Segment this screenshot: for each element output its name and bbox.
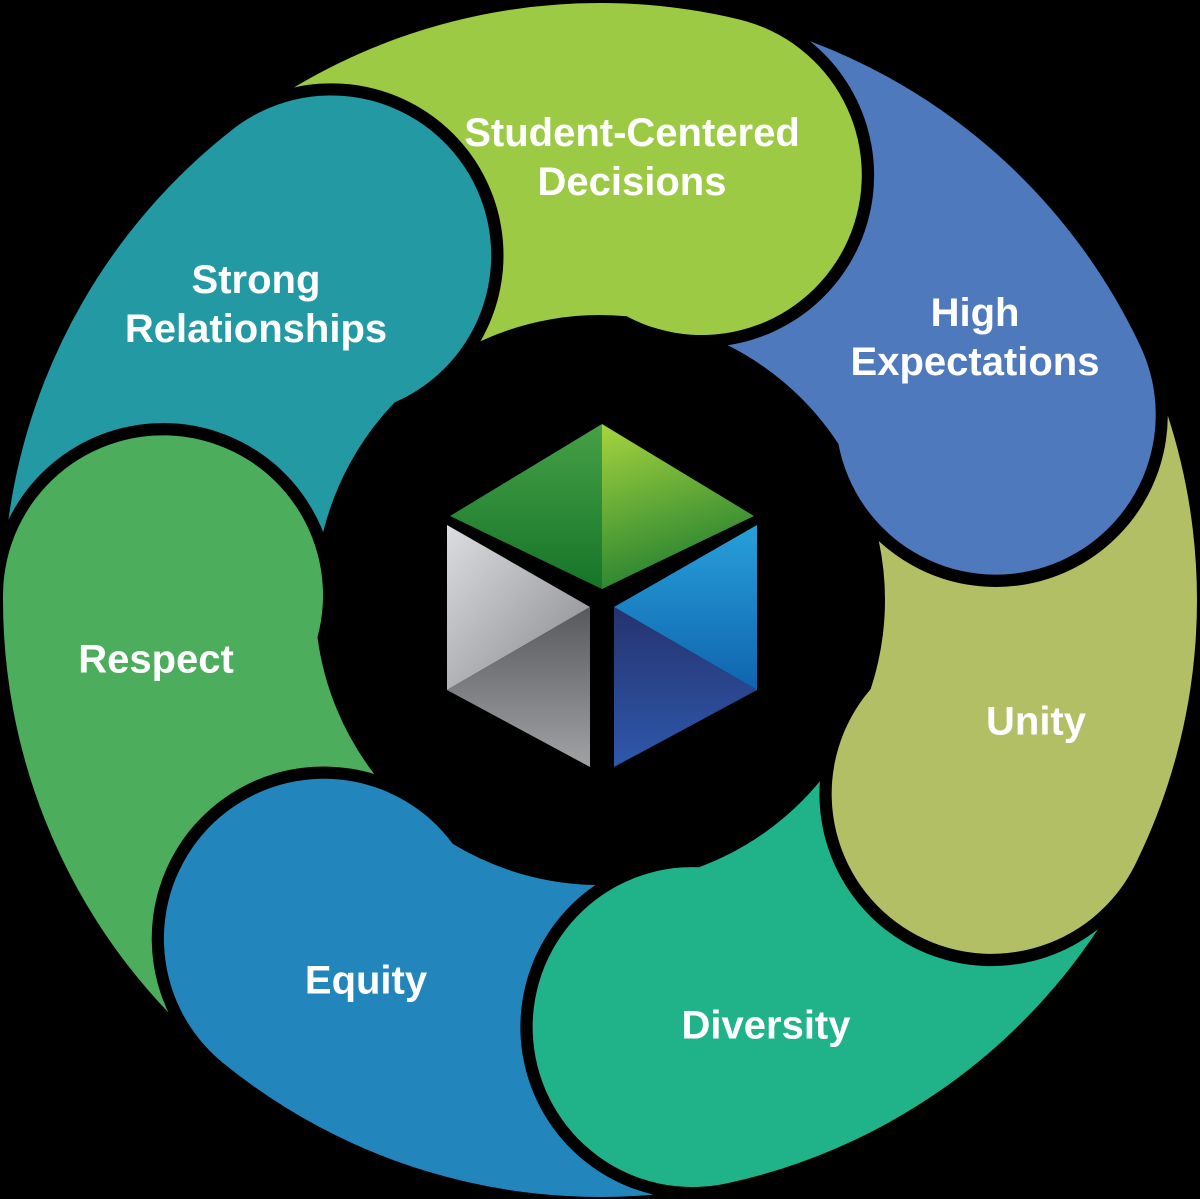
segment-label-student-centered-decisions: Student-Centered Decisions [464, 111, 800, 204]
segment-high-expectations [727, 41, 1156, 575]
segment-label-respect: Respect [78, 637, 234, 682]
segment-strong-relationships [8, 95, 492, 533]
segment-diversity [532, 781, 1099, 1188]
segment-equity [163, 778, 654, 1197]
segment-respect [3, 435, 375, 1013]
segment-student-centered-decisions [293, 3, 862, 342]
segment-label-strong-relationships: Strong Relationships [124, 258, 388, 351]
cube-logo [447, 424, 757, 767]
cube-right-face-upper [614, 525, 757, 690]
segment-label-diversity: Diversity [681, 1003, 851, 1048]
segment-unity [831, 415, 1197, 954]
cube-top-face-left [450, 424, 602, 589]
cube-top-face-right [602, 424, 754, 589]
cube-left-face-upper [447, 525, 590, 690]
segment-label-high-expectations: High Expectations [850, 291, 1100, 384]
segment-label-equity: Equity [304, 958, 428, 1003]
cube-right-face-lower [614, 607, 757, 767]
segment-label-unity: Unity [986, 699, 1086, 744]
cube-left-face-lower [447, 607, 590, 767]
